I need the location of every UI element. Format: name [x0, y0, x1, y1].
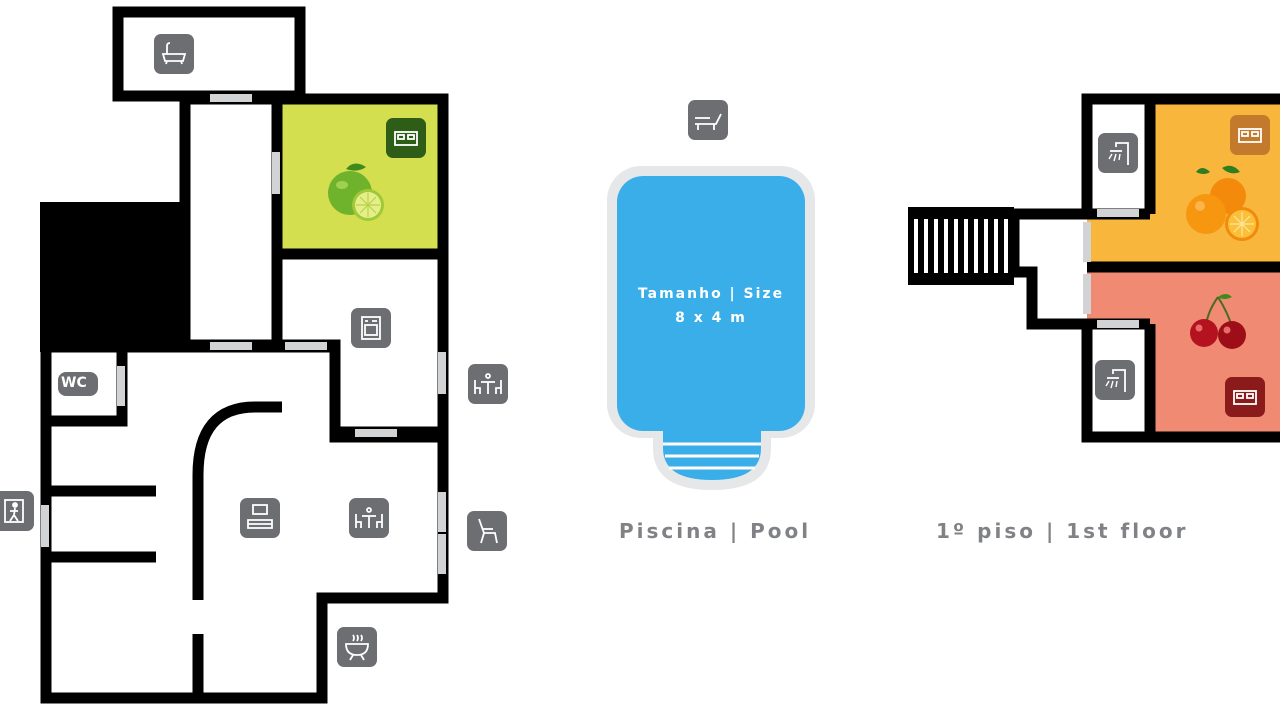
- bathtub-icon: [154, 34, 194, 74]
- curved-wall: [192, 401, 282, 600]
- cherry-fruit-icon: [1190, 294, 1246, 349]
- dining-table-icon: [349, 498, 389, 538]
- double-bed-icon: [386, 118, 426, 158]
- pool-water: [617, 176, 805, 431]
- living-room-tv-icon: [240, 498, 280, 538]
- pool: [607, 166, 815, 490]
- first-floor-doors: [1083, 209, 1139, 328]
- orange-floor-extension: [1087, 214, 1150, 267]
- pool-caption: Piscina | Pool: [619, 519, 812, 543]
- orange-fruit-icon: [1186, 165, 1259, 241]
- stairs-first: [908, 207, 1014, 285]
- shower-icon: [1095, 360, 1135, 400]
- double-bed-icon: [1225, 377, 1265, 417]
- ground-floor: [40, 6, 449, 704]
- pool-step-lines: [663, 442, 761, 470]
- dining-table-icon: [468, 364, 508, 404]
- stairs-ground: [57, 431, 115, 485]
- stair-block: [40, 202, 190, 352]
- armchair-icon: [467, 511, 507, 551]
- barbecue-icon: [337, 627, 377, 667]
- pool-size-value: 8 x 4 m: [675, 310, 747, 326]
- stairs-first-steps: [914, 219, 1008, 273]
- pool-size-label: Tamanho | Size: [637, 286, 785, 302]
- wc-label: WC: [61, 375, 87, 391]
- doors: [41, 94, 446, 574]
- oven-icon: [351, 308, 391, 348]
- double-bed-icon: [1230, 115, 1270, 155]
- shower-icon: [1098, 133, 1138, 173]
- exit-icon: [0, 491, 34, 531]
- first-floor: [908, 93, 1280, 443]
- corridor: [179, 93, 283, 351]
- bathroom-top: [112, 6, 306, 102]
- lime-fruit-icon: [328, 163, 384, 221]
- sun-lounger-icon: [688, 100, 728, 140]
- first-floor-caption: 1º piso | 1st floor: [936, 519, 1189, 543]
- wc-icon: [58, 372, 98, 396]
